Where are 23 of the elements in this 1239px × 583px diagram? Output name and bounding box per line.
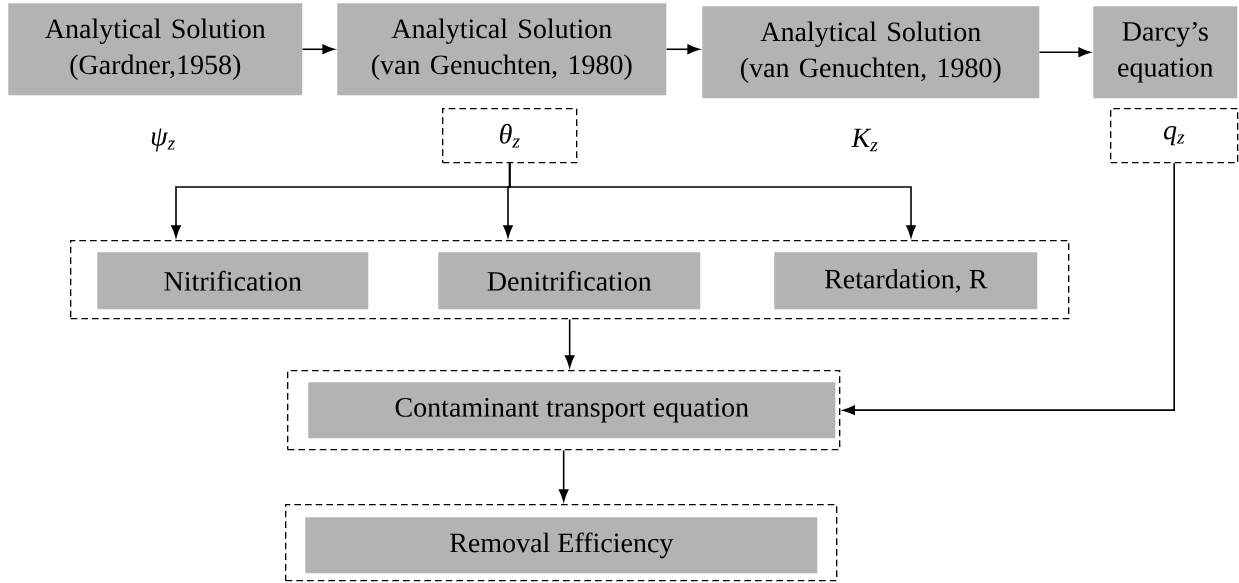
arrow bbox=[301, 44, 335, 55]
arrow bbox=[508, 162, 916, 238]
arrow bbox=[564, 318, 575, 368]
arrow bbox=[842, 162, 1175, 415]
arrow bbox=[558, 449, 569, 502]
group-box bbox=[285, 504, 838, 582]
process-box: Analytical Solution (van Genuchten, 1980) bbox=[702, 6, 1040, 99]
variable-label: K$_{z}$ bbox=[851, 128, 878, 152]
group-box bbox=[70, 240, 1070, 320]
process-box: Denitrification bbox=[438, 252, 701, 310]
process-box: Analytical Solution (van Genuchten, 1980) bbox=[337, 3, 667, 96]
process-box: Retardation, R bbox=[774, 252, 1038, 310]
process-box: Nitrification bbox=[97, 252, 369, 310]
process-box: Removal Efficiency bbox=[305, 517, 818, 574]
group-box bbox=[287, 370, 841, 451]
variable-box: θ$_{z}$ bbox=[442, 108, 578, 164]
variable-box: q$_{z}$ bbox=[1110, 108, 1239, 164]
variable-label: ψ$_{z}$ bbox=[151, 128, 175, 152]
process-box: Contaminant transport equation bbox=[308, 382, 836, 439]
arrow bbox=[665, 44, 700, 55]
arrow bbox=[1038, 47, 1091, 58]
process-box: Analytical Solution (Gardner,1958) bbox=[8, 3, 303, 96]
process-box: Darcy’s equation bbox=[1093, 6, 1238, 99]
